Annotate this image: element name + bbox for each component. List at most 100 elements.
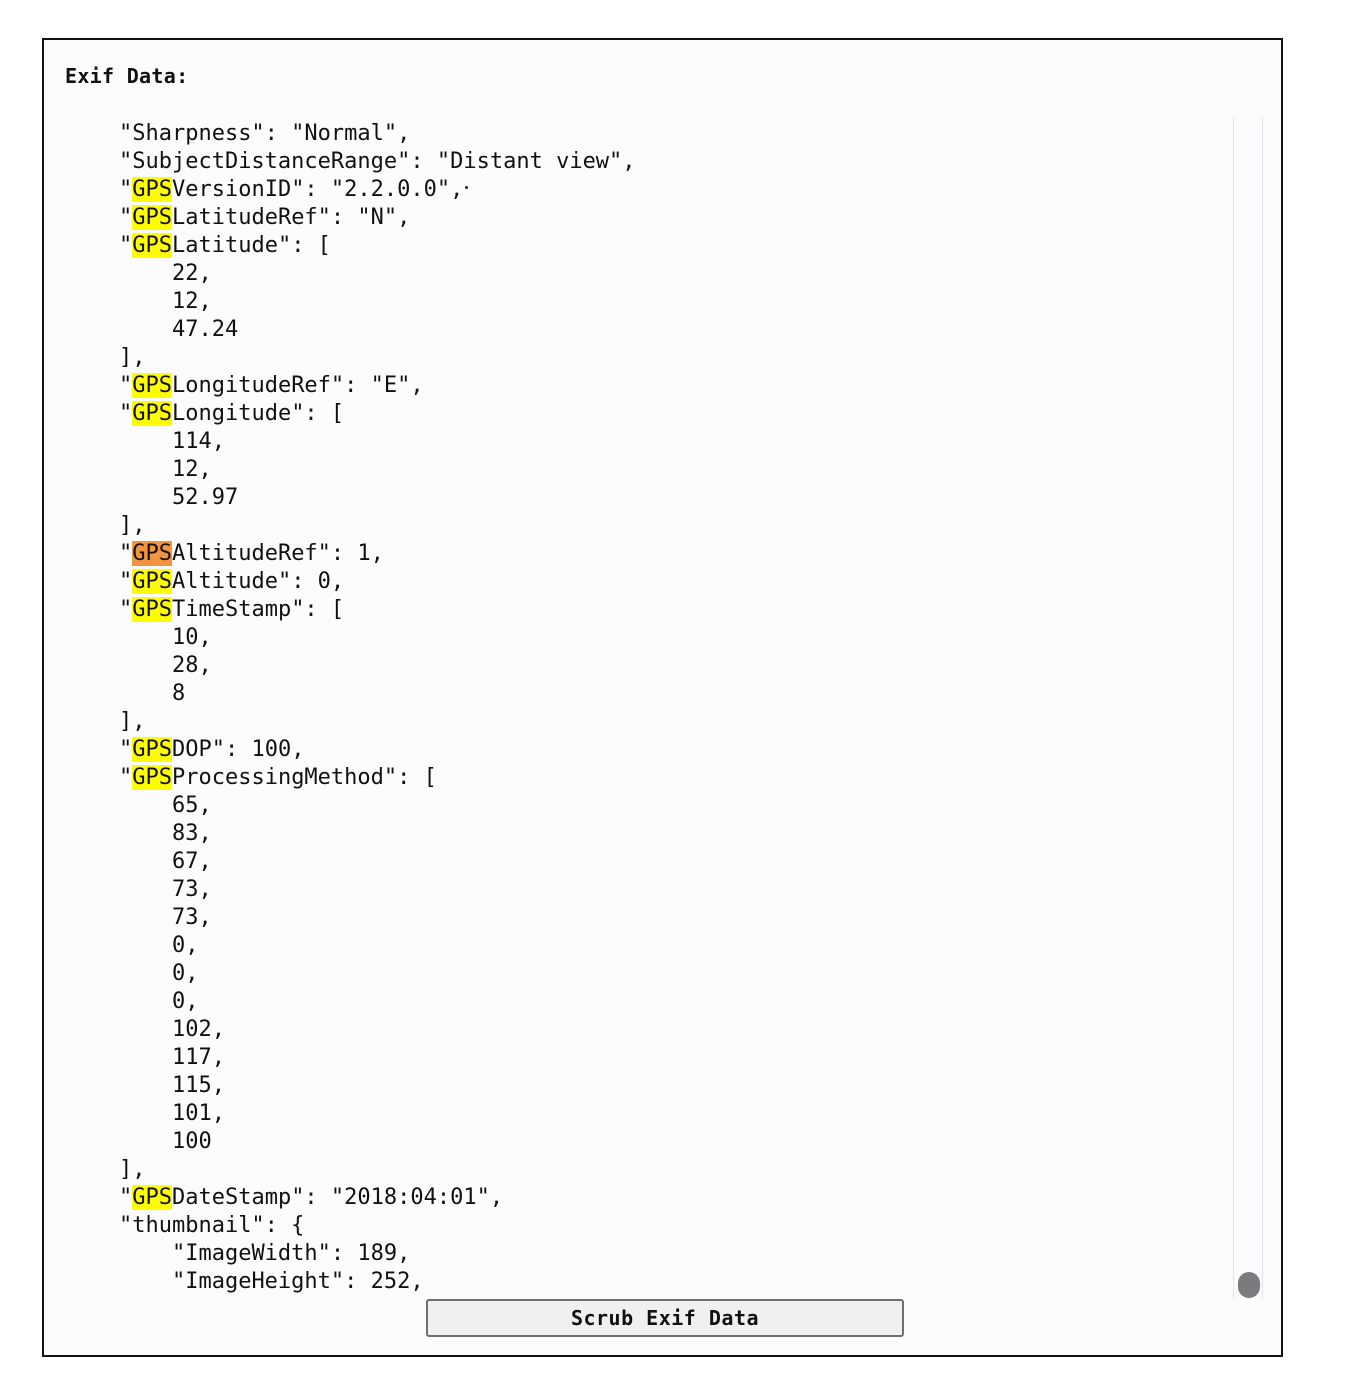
json-line: 117,	[66, 1044, 636, 1072]
indent	[66, 1213, 119, 1238]
search-match-current: GPS	[132, 541, 172, 566]
json-line: "GPSDateStamp": "2018:04:01",	[66, 1184, 636, 1212]
indent	[66, 457, 172, 482]
scrollbar-thumb[interactable]	[1238, 1272, 1260, 1298]
indent	[66, 709, 119, 734]
search-match: GPS	[132, 401, 172, 426]
json-line: 67,	[66, 848, 636, 876]
line-text: 0,	[171, 961, 199, 986]
line-text: Altitude": 0,	[171, 569, 345, 594]
search-match: GPS	[132, 765, 172, 790]
json-line: 0,	[66, 988, 636, 1016]
line-text: TimeStamp": [	[171, 597, 345, 622]
line-text: 0,	[171, 933, 199, 958]
exif-heading: Exif Data:	[65, 64, 189, 88]
indent	[66, 149, 119, 174]
indent	[66, 541, 119, 566]
indent	[66, 821, 172, 846]
indent	[66, 121, 119, 146]
line-text: "	[118, 569, 133, 594]
json-line: ],	[66, 512, 636, 540]
line-text: 28,	[171, 653, 212, 678]
search-match: GPS	[132, 737, 172, 762]
search-match: GPS	[132, 373, 172, 398]
line-text: LatitudeRef": "N",	[171, 205, 411, 230]
search-match: GPS	[132, 233, 172, 258]
json-line: 115,	[66, 1072, 636, 1100]
json-line: "GPSAltitude": 0,	[66, 568, 636, 596]
indent	[66, 1045, 172, 1070]
line-text: AltitudeRef": 1,	[171, 541, 384, 566]
indent	[66, 1241, 172, 1266]
line-text: "	[118, 401, 133, 426]
json-line: 101,	[66, 1100, 636, 1128]
indent	[66, 625, 172, 650]
indent	[66, 765, 119, 790]
json-line: "GPSLatitude": [	[66, 232, 636, 260]
search-match: GPS	[132, 597, 172, 622]
line-text: "	[118, 765, 133, 790]
line-text: "ImageWidth": 189,	[171, 1241, 411, 1266]
line-text: ProcessingMethod": [	[171, 765, 437, 790]
indent	[66, 1017, 172, 1042]
json-line: 100	[66, 1128, 636, 1156]
line-text: 102,	[171, 1017, 225, 1042]
indent	[66, 373, 119, 398]
line-text: "	[118, 541, 133, 566]
indent	[66, 933, 172, 958]
json-line: "GPSDOP": 100,	[66, 736, 636, 764]
json-line: "ImageWidth": 189,	[66, 1240, 636, 1268]
line-text: DOP": 100,	[171, 737, 305, 762]
line-text: "SubjectDistanceRange": "Distant view",	[118, 149, 636, 174]
indent	[66, 289, 172, 314]
json-line: "GPSLatitudeRef": "N",	[66, 204, 636, 232]
line-text: "	[118, 737, 133, 762]
indent	[66, 429, 172, 454]
indent	[66, 317, 172, 342]
json-line: 8	[66, 680, 636, 708]
line-text: Longitude": [	[171, 401, 345, 426]
line-text: ],	[118, 345, 146, 370]
json-line: "GPSLongitudeRef": "E",	[66, 372, 636, 400]
scrollbar-track[interactable]	[1233, 116, 1263, 1298]
line-text: LongitudeRef": "E",	[171, 373, 424, 398]
json-line: ],	[66, 1156, 636, 1184]
indent	[66, 485, 172, 510]
json-line: 114,	[66, 428, 636, 456]
search-match: GPS	[132, 569, 172, 594]
json-line: 12,	[66, 456, 636, 484]
line-text: 8	[171, 681, 186, 706]
json-line: 22,	[66, 260, 636, 288]
line-text: DateStamp": "2018:04:01",	[171, 1185, 504, 1210]
json-line: "GPSLongitude": [	[66, 400, 636, 428]
line-text: "Sharpness": "Normal",	[118, 121, 411, 146]
line-text: "ImageHeight": 252,	[171, 1269, 424, 1294]
line-text: VersionID": "2.2.0.0",	[171, 177, 464, 202]
json-line: "GPSAltitudeRef": 1,	[66, 540, 636, 568]
json-lines: "Sharpness": "Normal", "SubjectDistanceR…	[66, 120, 636, 1296]
json-line: 83,	[66, 820, 636, 848]
json-line: 28,	[66, 652, 636, 680]
line-text: 100	[171, 1129, 212, 1154]
json-line: 47.24	[66, 316, 636, 344]
json-line: 52.97	[66, 484, 636, 512]
line-text: "	[118, 233, 133, 258]
json-line: "Sharpness": "Normal",	[66, 120, 636, 148]
json-line: 0,	[66, 960, 636, 988]
json-line: 65,	[66, 792, 636, 820]
search-match: GPS	[132, 177, 172, 202]
json-line: 73,	[66, 876, 636, 904]
json-line: "ImageHeight": 252,	[66, 1268, 636, 1296]
line-text: 73,	[171, 877, 212, 902]
json-line: 102,	[66, 1016, 636, 1044]
clipped-text-remnant	[465, 186, 468, 189]
line-text: "	[118, 597, 133, 622]
json-line: 10,	[66, 624, 636, 652]
indent	[66, 1101, 172, 1126]
scrub-exif-button[interactable]: Scrub Exif Data	[426, 1299, 904, 1337]
exif-json-viewer[interactable]: "Sharpness": "Normal", "SubjectDistanceR…	[66, 116, 1266, 1296]
indent	[66, 513, 119, 538]
json-line: "GPSVersionID": "2.2.0.0",	[66, 176, 636, 204]
line-text: 10,	[171, 625, 212, 650]
indent	[66, 681, 172, 706]
